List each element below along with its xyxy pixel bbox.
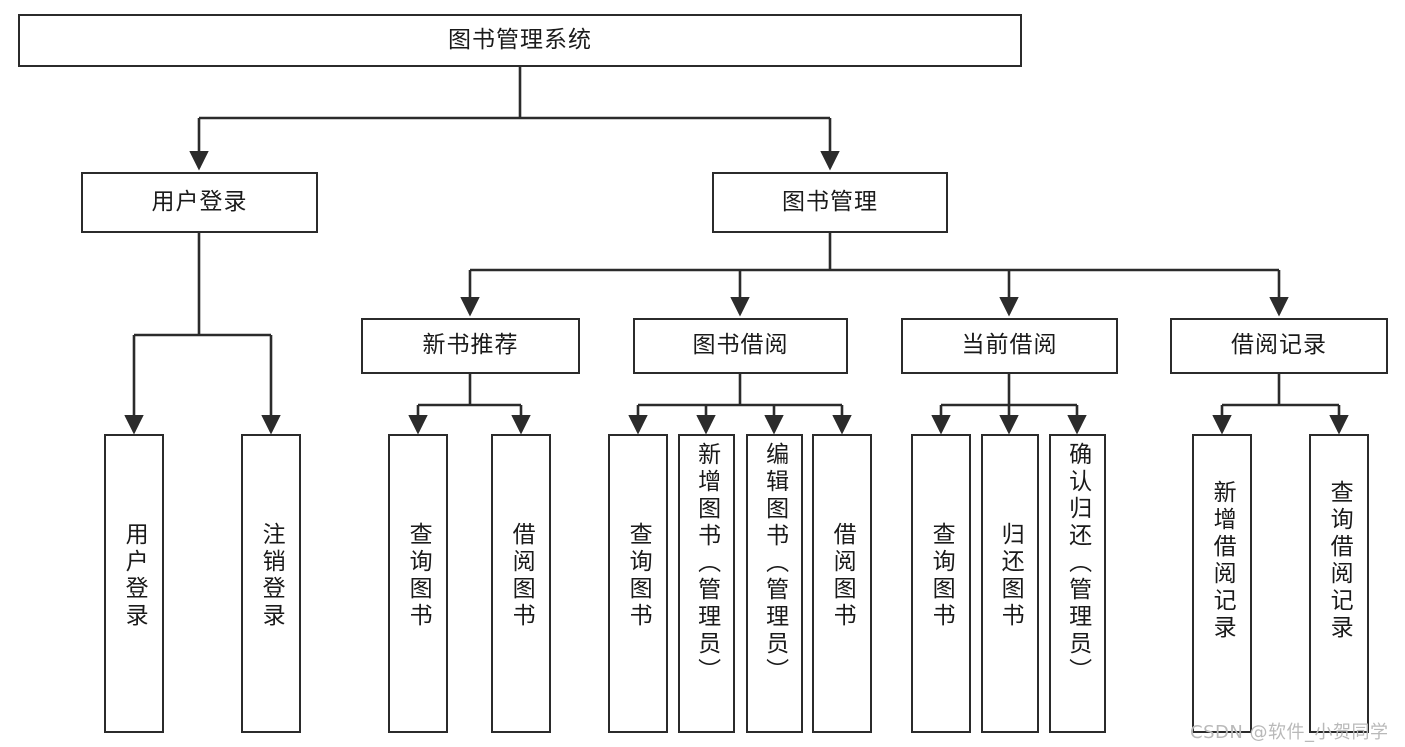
node-leaf-edit-book[interactable]: 编辑图书（管理员） bbox=[746, 434, 803, 733]
node-label: 查询图书 bbox=[928, 522, 955, 630]
node-label: 确认归还（管理员） bbox=[1064, 442, 1091, 685]
node-leaf-borrow-book-1[interactable]: 借阅图书 bbox=[491, 434, 551, 733]
node-leaf-query-book-3[interactable]: 查询图书 bbox=[911, 434, 971, 733]
node-new-book-recommend[interactable]: 新书推荐 bbox=[361, 318, 580, 374]
node-label: 查询图书 bbox=[405, 522, 432, 630]
node-label: 借阅图书 bbox=[508, 522, 535, 630]
node-label: 新增图书（管理员） bbox=[693, 442, 720, 685]
node-label: 借阅记录 bbox=[1231, 332, 1327, 359]
node-label: 查询图书 bbox=[625, 522, 652, 630]
node-label: 编辑图书（管理员） bbox=[761, 442, 788, 685]
node-label: 新书推荐 bbox=[422, 332, 519, 359]
node-leaf-query-book-2[interactable]: 查询图书 bbox=[608, 434, 668, 733]
node-borrow-record[interactable]: 借阅记录 bbox=[1170, 318, 1388, 374]
node-label: 图书管理系统 bbox=[448, 26, 592, 53]
node-leaf-add-record[interactable]: 新增借阅记录 bbox=[1192, 434, 1252, 733]
node-leaf-query-book-1[interactable]: 查询图书 bbox=[388, 434, 448, 733]
node-leaf-borrow-book-2[interactable]: 借阅图书 bbox=[812, 434, 872, 733]
node-leaf-user-login[interactable]: 用户登录 bbox=[104, 434, 164, 733]
node-book-management[interactable]: 图书管理 bbox=[712, 172, 948, 233]
node-user-login[interactable]: 用户登录 bbox=[81, 172, 318, 233]
node-label: 归还图书 bbox=[997, 522, 1024, 630]
node-label: 图书借阅 bbox=[692, 332, 789, 359]
node-leaf-add-book[interactable]: 新增图书（管理员） bbox=[678, 434, 735, 733]
node-label: 用户登录 bbox=[151, 188, 248, 215]
node-label: 查询借阅记录 bbox=[1326, 480, 1353, 642]
node-root-book-management-system[interactable]: 图书管理系统 bbox=[18, 14, 1022, 67]
node-label: 借阅图书 bbox=[829, 522, 856, 630]
node-label: 图书管理 bbox=[782, 188, 878, 215]
node-label: 当前借阅 bbox=[961, 332, 1058, 359]
node-leaf-logout-login[interactable]: 注销登录 bbox=[241, 434, 301, 733]
node-leaf-return-book[interactable]: 归还图书 bbox=[981, 434, 1039, 733]
node-label: 新增借阅记录 bbox=[1209, 480, 1236, 642]
node-leaf-query-record[interactable]: 查询借阅记录 bbox=[1309, 434, 1369, 733]
node-leaf-confirm-return[interactable]: 确认归还（管理员） bbox=[1049, 434, 1106, 733]
node-label: 用户登录 bbox=[121, 522, 148, 630]
node-book-borrow[interactable]: 图书借阅 bbox=[633, 318, 848, 374]
node-label: 注销登录 bbox=[258, 522, 285, 630]
node-current-borrow[interactable]: 当前借阅 bbox=[901, 318, 1118, 374]
csdn-watermark: CSDN @软件_小贺同学 bbox=[1190, 722, 1389, 743]
